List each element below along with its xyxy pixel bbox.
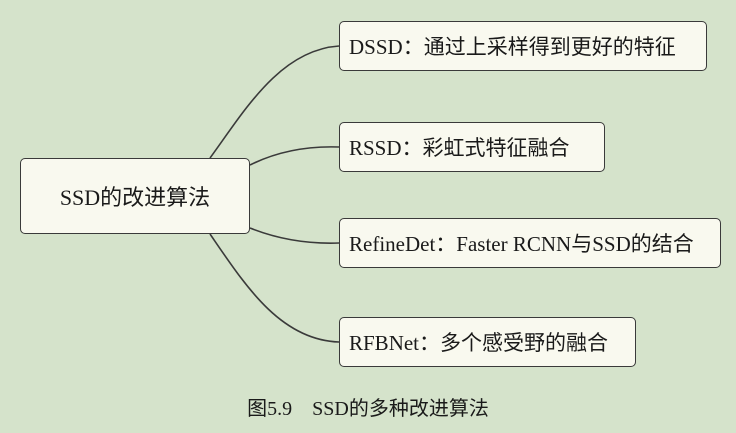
child-node-label: DSSD：通过上采样得到更好的特征 [349,35,676,59]
child-node-label: RFBNet：多个感受野的融合 [349,331,609,355]
connector-dssd [209,45,340,159]
child-node-label: RSSD：彩虹式特征融合 [349,136,570,160]
connector-rfbnet [209,233,340,343]
child-node-label: RefineDet：Faster RCNN与SSD的结合 [349,232,694,256]
root-node-label: SSD的改进算法 [59,185,211,210]
child-node-dssd: DSSD：通过上采样得到更好的特征 [339,21,707,71]
root-node-ssd-improvements: SSD的改进算法 [20,158,250,234]
child-node-rssd: RSSD：彩虹式特征融合 [339,122,605,172]
child-node-rfbnet: RFBNet：多个感受野的融合 [339,317,636,367]
connector-rssd [249,146,340,166]
connector-refinedet [249,227,340,244]
child-node-refinedet: RefineDet：Faster RCNN与SSD的结合 [339,218,721,268]
figure-caption: 图5.9 SSD的多种改进算法 [247,398,489,420]
